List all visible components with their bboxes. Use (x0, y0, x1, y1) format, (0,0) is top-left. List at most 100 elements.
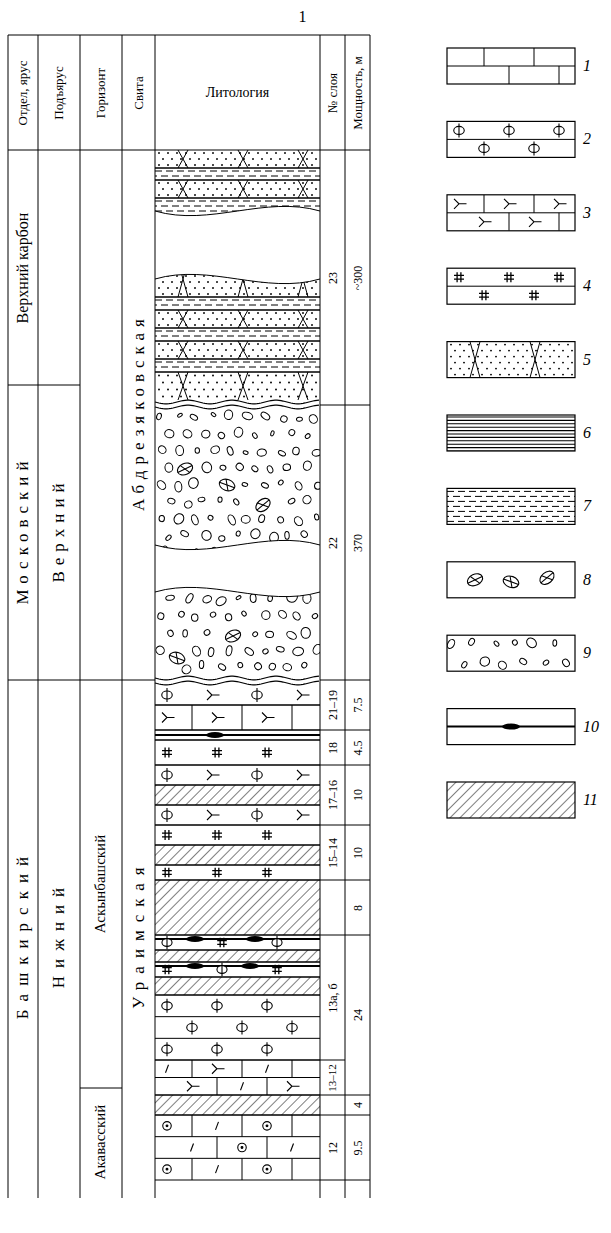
sand-dot (243, 269, 245, 271)
dash-line (155, 201, 320, 202)
layer-boundary (155, 977, 320, 978)
dash-line (155, 367, 320, 368)
sand-dot (315, 188, 317, 190)
sand-dot (207, 293, 209, 295)
sand-dot (486, 356, 488, 358)
sand-dot (207, 269, 209, 271)
sand-dot (158, 164, 160, 166)
layer-boundary (155, 785, 320, 786)
shale-line (447, 420, 575, 421)
sand-dot (171, 269, 173, 271)
joint-line (242, 1115, 243, 1137)
sand-dot (517, 374, 519, 376)
column-line (80, 35, 81, 1198)
sand-dot (221, 263, 223, 265)
line-mark (276, 936, 277, 949)
pebble (512, 639, 519, 646)
sand-dot (171, 382, 173, 384)
coral-symbol (207, 770, 220, 780)
phi-symbol (237, 1021, 248, 1035)
line-mark (166, 808, 167, 822)
joint-line (559, 66, 560, 84)
formation-label: Ураимская (130, 682, 148, 1193)
sand-dot (189, 188, 191, 190)
sand-dot (463, 362, 465, 364)
sand-dot (248, 194, 250, 196)
sand-dot (293, 343, 295, 345)
path-mark (162, 830, 172, 840)
joint-line (192, 1158, 193, 1180)
sand-dot (288, 293, 290, 295)
column-line (320, 35, 321, 1198)
coral-symbol (212, 713, 225, 723)
pebble-symbol (218, 477, 237, 493)
sand-dot (180, 396, 182, 398)
pebble (164, 429, 175, 439)
sand-dot (284, 312, 286, 314)
sand-dot (230, 287, 232, 289)
sand-dot (198, 349, 200, 351)
lithology-band (155, 1115, 320, 1180)
sand-dot (284, 164, 286, 166)
sand-dot (279, 396, 281, 398)
pebble (227, 514, 238, 526)
thickness-value: 4.5 (351, 732, 364, 763)
line-mark (541, 573, 553, 583)
sand-dot (490, 374, 492, 376)
sand-dot (266, 343, 268, 345)
sand-dot (203, 324, 205, 326)
legend-swatch (447, 268, 575, 304)
sand-dot (194, 324, 196, 326)
cross-bedding-line (238, 180, 248, 198)
sand-dot (225, 318, 227, 320)
line-mark (542, 572, 553, 583)
line-mark (216, 1042, 217, 1056)
cross-bedding-line (238, 180, 248, 198)
sand-dot (212, 182, 214, 184)
path-mark (529, 290, 539, 300)
line-mark (266, 1065, 269, 1073)
tick-symbol (291, 1144, 294, 1152)
phi-symbol (262, 1042, 273, 1056)
sand-dot (234, 349, 236, 351)
sand-dot (315, 349, 317, 351)
layer-boundary (155, 705, 320, 706)
legend-swatch (447, 782, 575, 818)
sand-dot (216, 318, 218, 320)
legend-number: 8 (583, 572, 591, 588)
sand-dot (261, 269, 263, 271)
legend-number: 1 (583, 58, 591, 74)
pebble (236, 531, 241, 537)
layer-number: 15–14 (326, 827, 339, 878)
pebble (225, 645, 232, 656)
hash-symbol (212, 868, 222, 878)
sand-dot (230, 355, 232, 357)
sand-dot (540, 368, 542, 370)
sand-dot (275, 375, 277, 377)
formation-label: Абдрезяковская (130, 152, 148, 678)
coral-symbol (297, 810, 310, 820)
sand-dot (293, 164, 295, 166)
pebble (525, 636, 539, 650)
pebble (242, 482, 248, 487)
sand-dot (221, 389, 223, 391)
pebble (268, 662, 276, 670)
hash-symbol (262, 830, 272, 840)
table-top (8, 35, 370, 36)
sand-dot (266, 275, 268, 277)
sand-dot (176, 194, 178, 196)
pebble (174, 577, 183, 587)
sand-dot (225, 269, 227, 271)
sand-dot (212, 355, 214, 357)
sand-dot (275, 275, 277, 277)
phi-symbol (272, 936, 282, 949)
layer-boundary (155, 865, 320, 866)
sand-dot (239, 275, 241, 277)
pebble (478, 655, 491, 668)
sand-dot (558, 368, 560, 370)
horizon-label: Акавасский (93, 1090, 109, 1193)
sand-dot (162, 188, 164, 190)
pebble (201, 461, 213, 474)
pebble (292, 447, 299, 455)
sand-dot (508, 362, 510, 364)
